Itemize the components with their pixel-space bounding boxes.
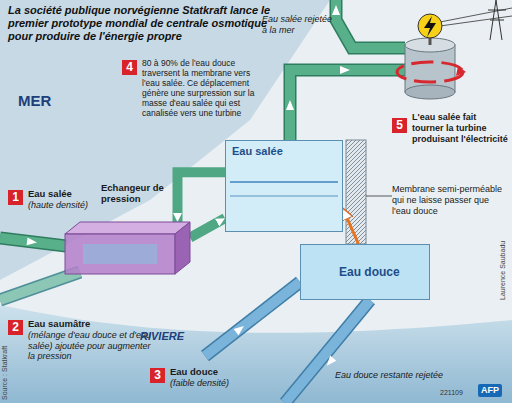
wire [440,16,512,26]
date-code: 221109 [440,389,463,397]
exchanger-front [65,234,175,274]
turbine-pipe-outline [290,70,405,140]
turbine-bottom [405,85,455,99]
exchanger-outline [65,222,190,274]
outlet-pipe-outline [336,0,405,48]
callout-number: 3 [150,368,165,383]
node-label: Echangeur de pression [101,182,167,205]
fresh-water-tank: Eau douce [300,244,430,300]
callout-number: 2 [8,320,23,335]
agency-logo: AFP [478,384,502,397]
fresh-pipe [205,282,300,356]
outlet-note: Eau salée rejetée à la mer [262,14,338,35]
osmosis-arrow [343,209,359,244]
flow-arrow [27,237,38,246]
lightning-bolt [424,16,436,37]
node-label: Eau douce [339,265,429,279]
brackish-pipe [0,272,80,300]
wave-line [230,195,338,196]
exchanger-top [65,222,190,234]
source-credit: Source : Statkraft [1,346,9,400]
callout-text: (faible densité) [170,378,260,389]
outlet-note: Eau douce restante rejetée [335,370,445,381]
power-line [440,0,512,40]
pipes [0,0,405,403]
membrane-panel [346,140,366,244]
callout-number: 1 [8,190,23,205]
callout-number: 4 [122,60,137,75]
flow-arrow [324,356,337,369]
area-name: RIVIERE [140,330,184,343]
pressure-exchanger: Echangeur de pression [65,222,190,274]
exchanger-side [175,222,190,274]
leader-line [366,196,392,197]
callout-heading: Eau saumâtre [28,318,153,329]
exchanger-core [83,244,157,264]
pressure-return-pipe [178,172,226,222]
sea-pipe [0,238,66,246]
fresh-out-pipe-outline [285,300,370,403]
connectors [178,172,359,244]
callout-text: (mélange d'eau douce et d'eau salée) ajo… [28,330,153,362]
callout-number: 5 [392,118,407,133]
flow-arrow [234,323,247,335]
outlet-pipe [336,0,405,48]
turbine-pipe [290,70,405,140]
sea-pipe-outline [0,238,66,246]
node-label: Eau salée [232,145,332,158]
callout-heading: Eau douce [170,366,260,377]
area-name: MER [18,92,51,110]
salt-pipe [190,218,225,237]
fresh-pipe-outline [205,282,300,356]
salt-water-tank: Eau salée [225,140,343,232]
callout-text: 80 à 90% de l'eau douce traversent la me… [142,58,267,118]
wave-line [230,181,338,182]
generator [418,14,442,38]
brackish-pipe-outline [0,272,80,300]
flow-arrow [332,5,340,15]
fresh-out-pipe [285,300,370,403]
turbine [397,14,466,99]
flow-arrow [340,66,350,74]
rotation-head [456,66,466,76]
flow-arrows [27,5,350,368]
callout-text: (haute densité) [28,200,118,211]
author-credit: Laurence Saubadu [499,241,507,300]
sea-area [0,0,330,280]
title: La société publique norvégienne Statkraf… [8,4,276,43]
membrane-note: Membrane semi-perméable qui ne laisse pa… [392,184,507,217]
pylon [488,0,506,40]
callout-text: L'eau salée fait tourner la turbine prod… [412,112,508,145]
rotation-arrow [397,62,463,82]
flow-arrow [286,100,294,110]
callout-heading: Eau salée [28,188,118,199]
water-waves [226,141,344,233]
